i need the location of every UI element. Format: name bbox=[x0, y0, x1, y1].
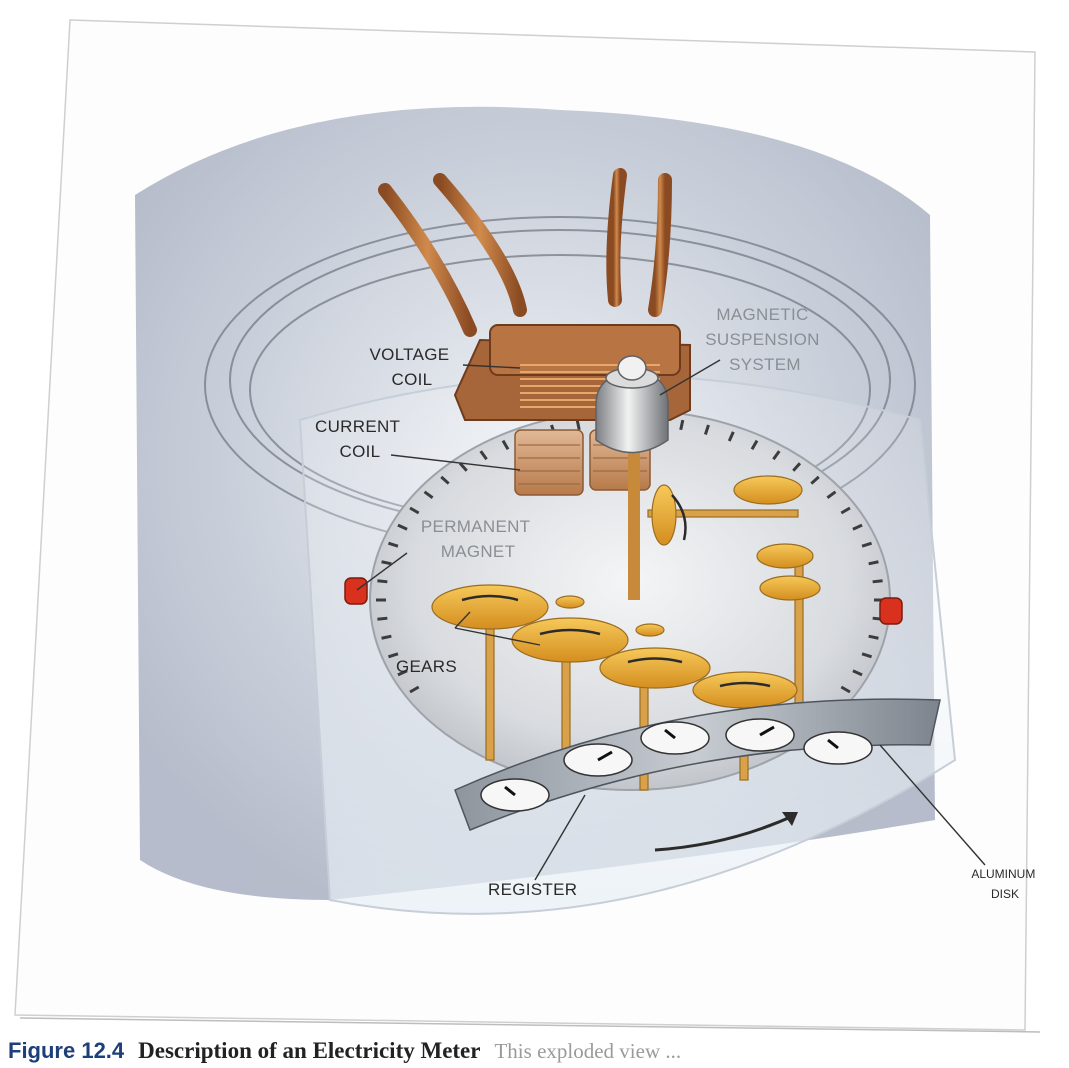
disk-tick bbox=[382, 562, 392, 564]
label-register: REGISTER bbox=[488, 880, 577, 899]
disk-tick bbox=[681, 420, 683, 430]
disk-tick bbox=[873, 581, 883, 582]
disk-tick bbox=[869, 562, 879, 564]
figure-title: Description of an Electricity Meter bbox=[138, 1038, 480, 1063]
disk-tick bbox=[377, 618, 387, 619]
figure-description: This exploded view ... bbox=[494, 1039, 681, 1063]
disk-tick bbox=[382, 636, 392, 638]
label-gears: GEARS bbox=[396, 657, 457, 676]
figure-caption: Figure 12.4 Description of an Electricit… bbox=[8, 1038, 681, 1063]
figure-number: Figure 12.4 bbox=[8, 1038, 125, 1063]
disk-tick bbox=[869, 636, 879, 638]
disk-tick bbox=[577, 420, 579, 430]
disk-tick bbox=[377, 581, 387, 582]
